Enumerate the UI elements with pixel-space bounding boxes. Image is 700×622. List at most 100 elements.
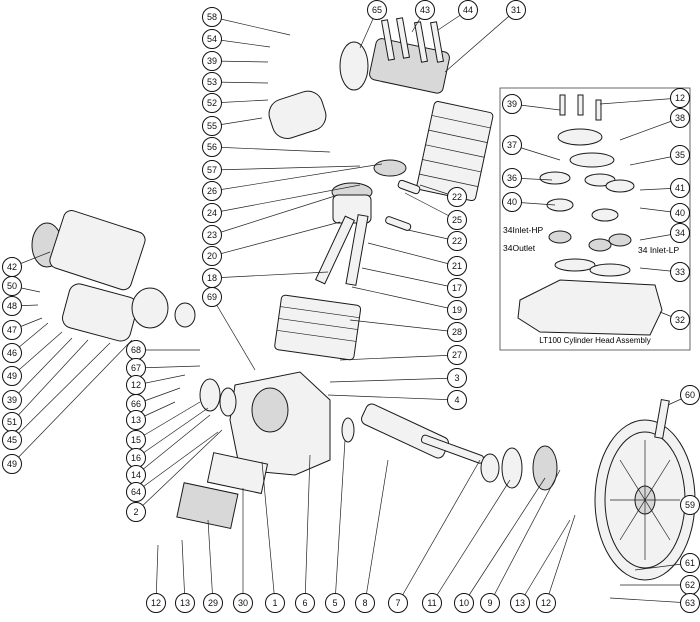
wrist-pin-25: [397, 179, 421, 195]
part-callout-48: 48: [2, 296, 22, 316]
part-callout-number: 13: [131, 415, 141, 425]
part-callout-number: 13: [515, 598, 525, 608]
part-callout-circle: [202, 137, 222, 157]
part-callout-13: 13: [175, 593, 195, 613]
gasket-30: [206, 452, 269, 495]
inset-part-callout-circle: [670, 178, 690, 198]
part-callout-number: 9: [487, 598, 492, 608]
part-leader-57: [211, 165, 361, 171]
part-callout-number: 21: [452, 261, 462, 271]
part-callout-circle: [202, 72, 222, 92]
part-callout-circle: [415, 0, 435, 20]
inset-label-inlet-hp: 34Inlet-HP: [503, 225, 543, 235]
part-callout-14: 14: [126, 465, 146, 485]
piston-ring-26: [373, 159, 407, 177]
end-cap-65: [339, 41, 369, 91]
inset-part-callout-circle: [670, 203, 690, 223]
inset-label-outlet: 34Outlet: [503, 243, 536, 253]
part-callout-number: 10: [459, 598, 469, 608]
part-callout-number: 48: [7, 301, 17, 311]
part-callout-number: 42: [7, 262, 17, 272]
inset-part-leader-38: [619, 117, 681, 141]
inset-part-callout-circle: [670, 262, 690, 282]
inset-part-callout-circle: [670, 310, 690, 330]
inset-part-callout-40: 40: [670, 203, 690, 223]
inset-part-callout-35: 35: [670, 145, 690, 165]
part-callout-69: 69: [202, 287, 222, 307]
part-callout-circle: [355, 593, 375, 613]
inset-title: LT100 Cylinder Head Assembly: [539, 336, 650, 345]
part-callout-circle: [458, 0, 478, 20]
part-callout-number: 17: [452, 283, 462, 293]
part-callout-number: 26: [207, 186, 217, 196]
part-callout-65: 65: [367, 0, 387, 20]
inset-part-callout-number: 39: [507, 99, 517, 109]
part-callout-circle: [2, 366, 22, 386]
part-callout-circle: [388, 593, 408, 613]
part-callout-circle: [233, 593, 253, 613]
part-callout-49: 49: [2, 454, 22, 474]
inset-part-callout-32: 32: [670, 310, 690, 330]
part-callout-circle: [202, 246, 222, 266]
inset-part-callout-circle: [670, 223, 690, 243]
part-callout-number: 4: [454, 395, 459, 405]
part-leader-9: [489, 469, 561, 604]
part-callout-circle: [126, 502, 146, 522]
inset-art: [517, 94, 663, 336]
part-leader-6: [304, 454, 311, 604]
conrod-17: [345, 214, 369, 286]
part-callout-circle: [126, 410, 146, 430]
part-callout-circle: [202, 160, 222, 180]
part-callout-58: 58: [202, 7, 222, 27]
part-callout-56: 56: [202, 137, 222, 157]
inset-part-callout-38: 38: [670, 108, 690, 128]
part-callout-30: 30: [233, 593, 253, 613]
part-callout-circle: [447, 231, 467, 251]
inset-part-callout-37: 37: [502, 135, 522, 155]
inset-frame: [499, 87, 691, 351]
bearing-8: [480, 453, 500, 483]
wrist-pin-21: [385, 216, 412, 231]
part-callout-number: 64: [131, 487, 141, 497]
part-callout-43: 43: [415, 0, 435, 20]
part-callout-circle: [2, 320, 22, 340]
part-callout-number: 29: [208, 598, 218, 608]
part-callout-circle: [447, 368, 467, 388]
seal-plate-10: [532, 445, 558, 491]
cylinder-lower: [274, 294, 362, 361]
crankcase: [199, 371, 355, 476]
inset-part-callout-number: 32: [675, 315, 685, 325]
inset-part-callout-39: 39: [502, 94, 522, 114]
part-callout-number: 16: [131, 453, 141, 463]
part-callout-54: 54: [202, 29, 222, 49]
part-callout-circle: [2, 430, 22, 450]
part-callout-51: 51: [2, 412, 22, 432]
inset-part-callout-40: 40: [502, 192, 522, 212]
part-callout-number: 18: [207, 273, 217, 283]
part-leader-31: [444, 9, 517, 73]
part-callout-49: 49: [2, 366, 22, 386]
part-callout-number: 23: [207, 230, 217, 240]
part-callout-59: 59: [680, 495, 700, 515]
part-callout-circle: [447, 256, 467, 276]
inset-part-callout-circle: [502, 135, 522, 155]
part-callout-number: 7: [395, 598, 400, 608]
part-callout-number: 60: [685, 390, 695, 400]
inset-part-callout-circle: [502, 192, 522, 212]
part-callout-circle: [202, 287, 222, 307]
part-callout-60: 60: [680, 385, 700, 405]
part-callout-number: 5: [332, 598, 337, 608]
part-callout-circle: [325, 593, 345, 613]
part-callout-50: 50: [2, 276, 22, 296]
part-callout-number: 50: [7, 281, 17, 291]
part-callout-10: 10: [454, 593, 474, 613]
part-callout-number: 28: [452, 327, 462, 337]
part-callout-55: 55: [202, 116, 222, 136]
part-leader-17: [361, 267, 458, 289]
inset-part-callout-36: 36: [502, 168, 522, 188]
part-callout-2: 2: [126, 502, 146, 522]
gasket-7: [501, 447, 523, 489]
part-callout-circle: [510, 593, 530, 613]
inset-part-callout-34: 34: [670, 223, 690, 243]
